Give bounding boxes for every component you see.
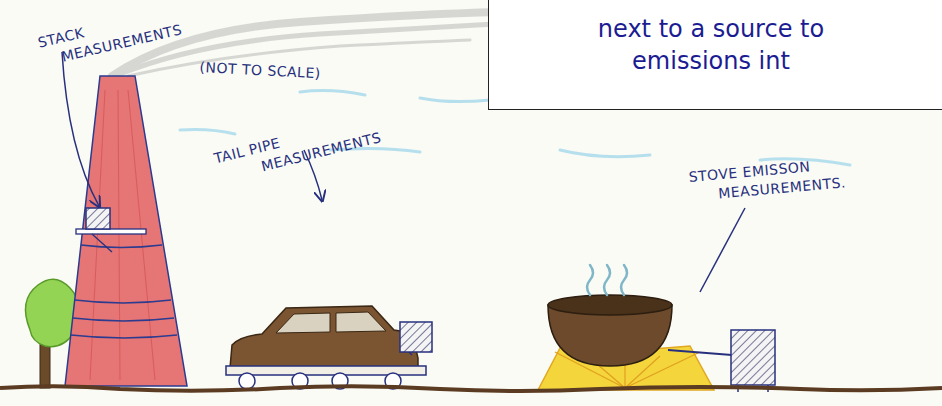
steam-wisp: [621, 265, 627, 295]
sky-scribble: [180, 130, 235, 135]
stack-band: [71, 335, 177, 338]
stack-band: [73, 318, 174, 321]
ground-line: [0, 386, 942, 391]
car-body: [230, 306, 418, 368]
leader-line: [700, 208, 745, 292]
handwritten-label: (NOT TO SCALE): [199, 58, 360, 85]
box-text: next to a source to emissions int: [561, 0, 861, 77]
stack-platform: [76, 208, 146, 252]
handwritten-label: STACK MEASUREMENTS: [36, 0, 196, 71]
stack-band: [75, 300, 171, 303]
car-window: [276, 313, 330, 333]
sky-scribble: [420, 98, 490, 102]
stack-shading: [90, 90, 155, 380]
steam: [587, 265, 627, 295]
tailpipe-analyzer: [400, 322, 432, 352]
handwritten-label: TAIL PIPE MEASUREMENTS: [212, 108, 388, 186]
chimney-stack: [65, 76, 187, 386]
sky-scribble: [560, 150, 650, 157]
car: [226, 306, 432, 389]
leader-arrow: [62, 52, 99, 206]
shade-stroke: [118, 90, 120, 380]
platform-strut: [92, 234, 112, 252]
stove-analyzer: [731, 330, 775, 385]
handwritten-label: STOVE EMISSON MEASUREMENTS.: [688, 152, 869, 205]
steam-wisp: [587, 265, 593, 295]
steam-wisp: [604, 265, 610, 295]
stack-band: [81, 245, 162, 248]
stove-probe: [668, 350, 732, 355]
callout-box: next to a source to emissions int: [488, 0, 942, 110]
car-window: [336, 312, 386, 332]
pot-rim: [548, 295, 672, 315]
stack-bands: [71, 245, 177, 338]
stack-sampler: [86, 208, 110, 229]
sky-scribble: [300, 91, 365, 95]
stove: [538, 265, 775, 392]
wheel: [239, 373, 255, 389]
